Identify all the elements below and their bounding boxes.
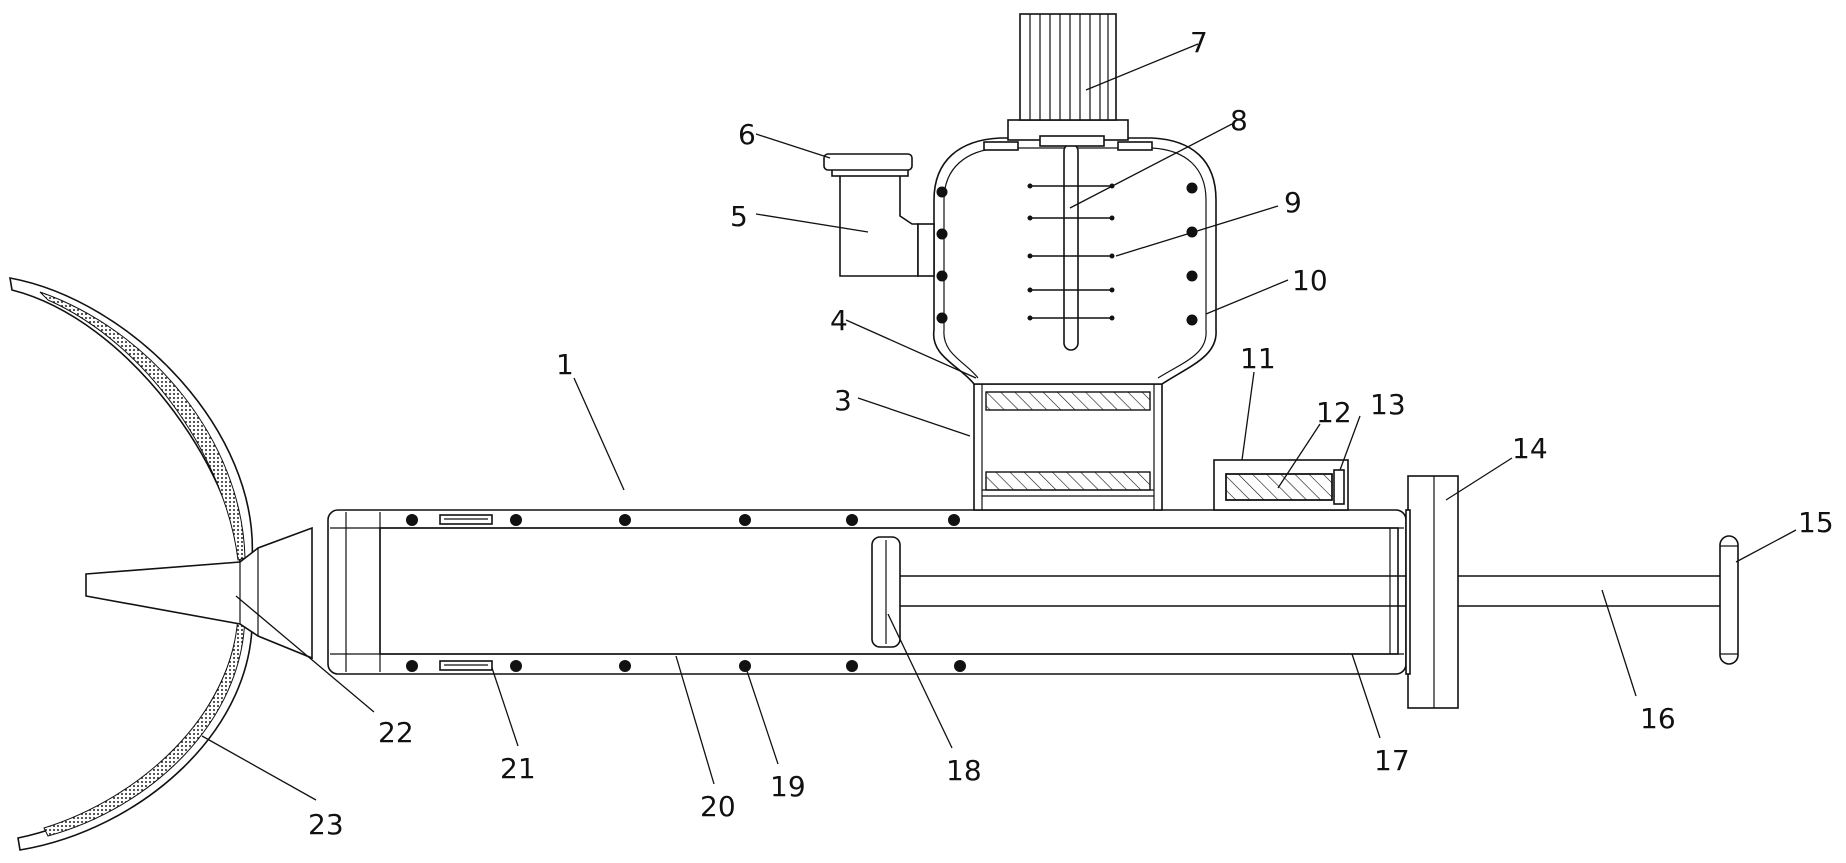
callout-8: 8 [1230,104,1248,137]
feed-pipe [973,383,1163,511]
curved-arms [9,277,254,851]
callout-11: 11 [1240,342,1276,375]
callout-20: 20 [700,790,736,823]
callout-10: 10 [1292,264,1328,297]
callout-17: 17 [1374,744,1410,777]
main-barrel [327,509,1407,675]
upper-arm [9,277,254,563]
callout-18: 18 [946,754,982,787]
callout-5: 5 [730,200,748,233]
callout-3: 3 [834,384,852,417]
upper-arm-mesh [39,291,246,561]
flange [1405,475,1459,709]
inlet [823,153,935,277]
callout-13: 13 [1370,388,1406,421]
sensors [439,514,493,671]
push-rod [900,575,1720,607]
callout-21: 21 [500,752,536,785]
callout-19: 19 [770,770,806,803]
piston [871,536,901,648]
callout-22: 22 [378,716,414,749]
callout-9: 9 [1284,186,1302,219]
lower-arm [17,609,253,851]
leader-lines [201,43,1797,801]
lower-arm-mesh [43,613,246,837]
callout-4: 4 [830,304,848,337]
callout-15: 15 [1798,506,1834,539]
stirrer [1027,143,1115,351]
motor [1007,13,1129,147]
callout-14: 14 [1512,432,1548,465]
callout-23: 23 [308,808,344,841]
callout-16: 16 [1640,702,1676,735]
callout-1: 1 [556,348,574,381]
handle [1719,535,1739,665]
control-box [1213,459,1349,511]
callout-7: 7 [1190,26,1208,59]
callout-labels: 1 3 4 5 6 7 8 9 10 11 12 13 14 15 16 17 … [308,26,1834,841]
heating-dots [406,514,966,672]
nozzle [85,526,313,660]
callout-12: 12 [1316,396,1352,429]
callout-6: 6 [738,118,756,151]
